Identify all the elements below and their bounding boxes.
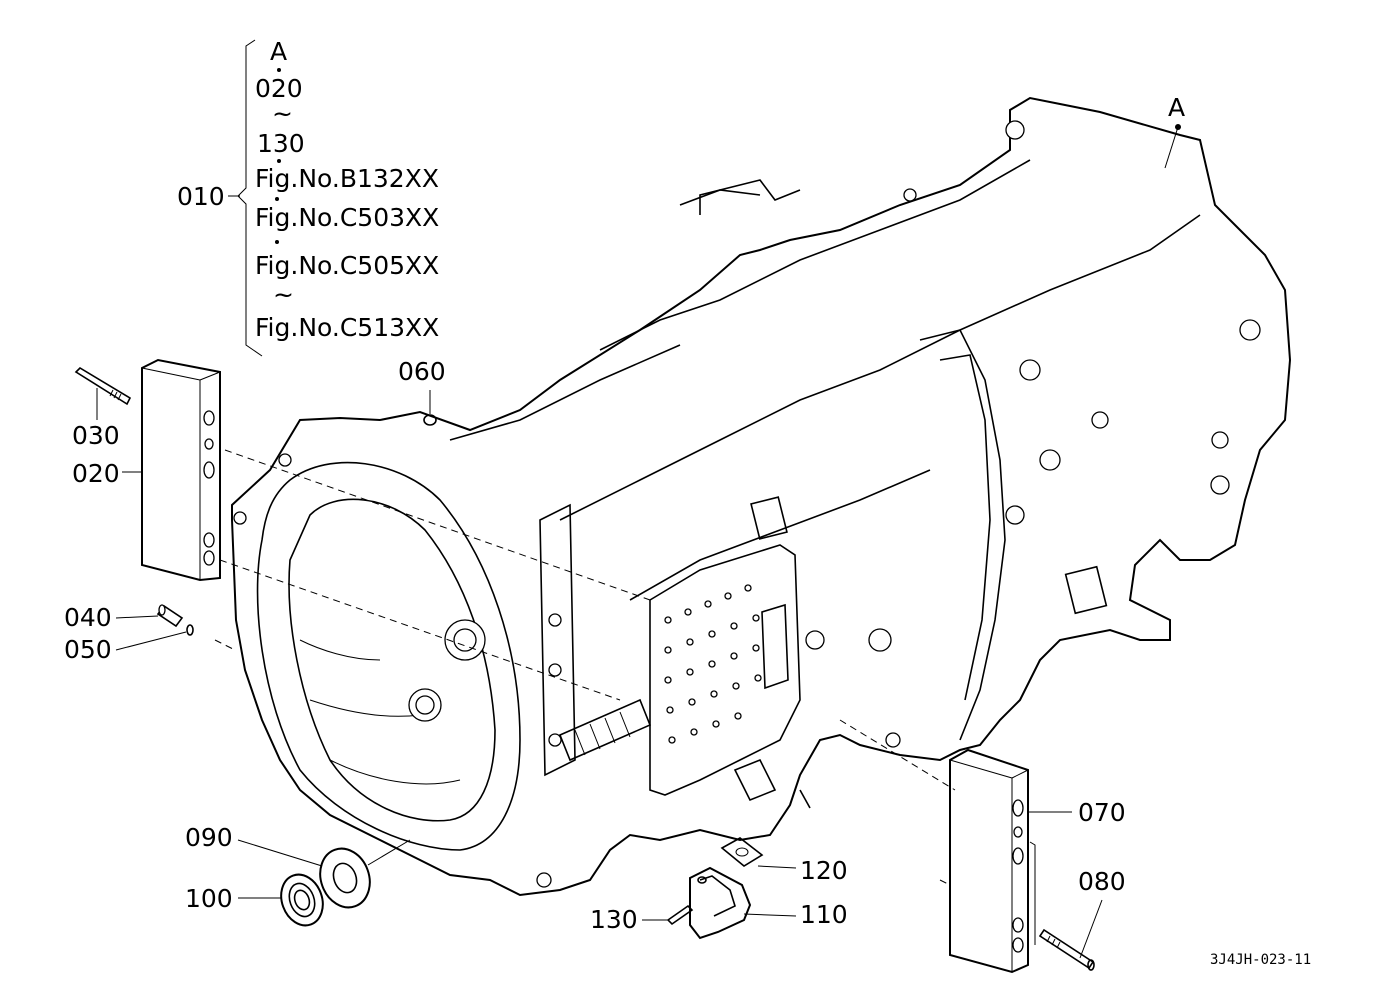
- group-line-130: 130: [257, 129, 305, 158]
- callout-060: 060: [398, 357, 446, 386]
- callout-100: 100: [185, 884, 233, 913]
- callout-120: 120: [800, 856, 848, 885]
- callout-090: 090: [185, 823, 233, 852]
- group-line-020: 020: [255, 74, 303, 103]
- callout-010: 010: [177, 182, 225, 211]
- group-line-fig-b132xx: Fig.No.B132XX: [255, 164, 439, 193]
- group-line-fig-c505xx: Fig.No.C505XX: [255, 251, 439, 280]
- valve-plate-holes: [664, 584, 762, 744]
- assembly-callout-group: 010 A 020 ~ 130 Fig.No.B132XX Fig.No.C50…: [177, 37, 439, 357]
- part-060-oring: [423, 414, 437, 426]
- reference-point-a: A: [1164, 93, 1185, 169]
- callout-070: 070: [1078, 798, 1126, 827]
- part-030-bolt: [74, 366, 132, 420]
- part-040-pin: [156, 604, 184, 628]
- part-120-gasket: [720, 837, 764, 867]
- transmission-case: [231, 96, 1292, 897]
- callout-130: 130: [590, 905, 638, 934]
- callout-050: 050: [64, 635, 112, 664]
- group-line-tilde-1: ~: [272, 99, 293, 128]
- part-020-block: [141, 358, 651, 701]
- part-050-oring: [186, 624, 194, 636]
- part-130-screw: [666, 904, 694, 926]
- part-110-cover: [689, 866, 752, 940]
- part-090-seal: [319, 847, 371, 909]
- group-line-tilde-2: ~: [273, 280, 294, 309]
- group-line-fig-c513xx: Fig.No.C513XX: [255, 313, 439, 342]
- drawing-number: 3J4JH-023-11: [1210, 952, 1311, 968]
- part-100-seal: [280, 873, 324, 927]
- part-070-block: [839, 719, 1029, 974]
- callout-080: 080: [1078, 867, 1126, 896]
- callout-040: 040: [64, 603, 112, 632]
- callout-110: 110: [800, 900, 848, 929]
- callout-030: 030: [72, 421, 120, 450]
- callout-020: 020: [72, 459, 120, 488]
- group-line-fig-c503xx: Fig.No.C503XX: [255, 203, 439, 232]
- part-080-bolt: [1038, 928, 1095, 971]
- reference-mark-label: A: [1168, 93, 1185, 122]
- group-line-a: A: [270, 37, 287, 66]
